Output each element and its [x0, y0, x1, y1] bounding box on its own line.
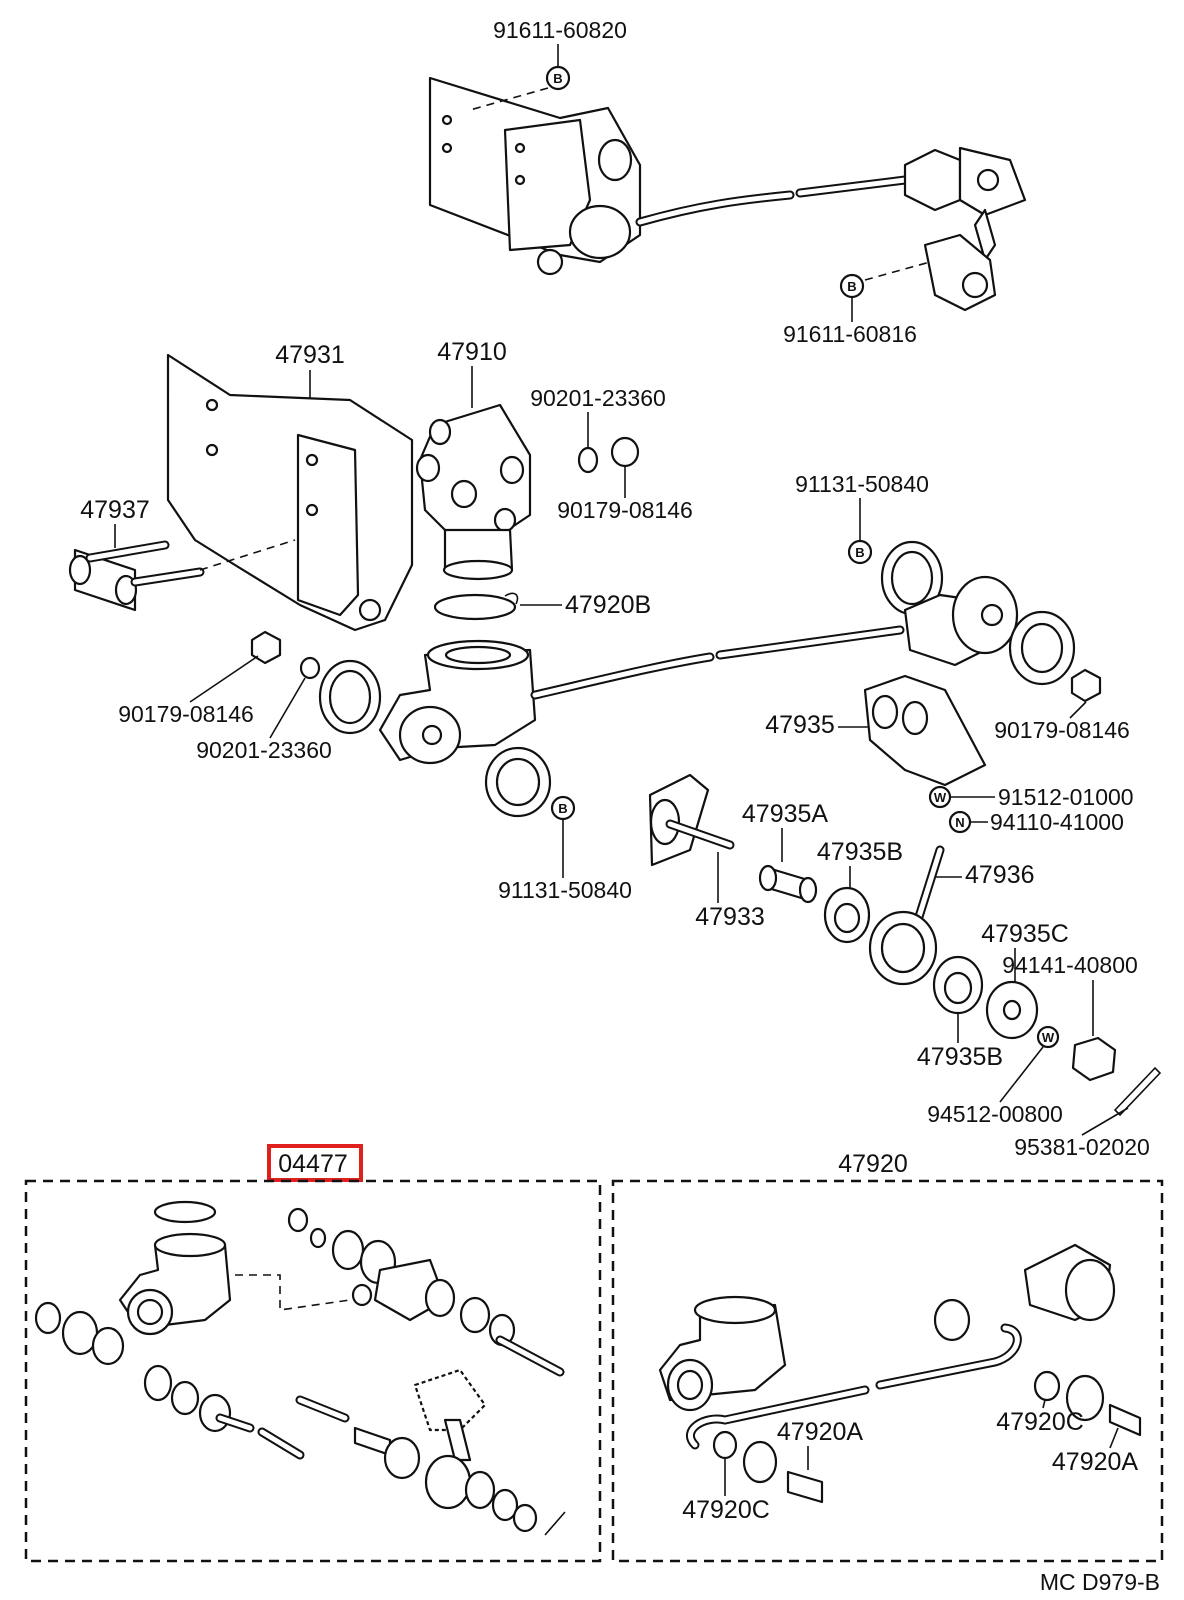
label-47933: 47933 — [695, 903, 765, 931]
right-joint — [880, 540, 1102, 703]
bracket-47931 — [166, 353, 414, 632]
label-47931: 47931 — [275, 341, 345, 369]
label-47935A: 47935A — [742, 800, 829, 828]
label-91512-01000: 91512-01000 — [998, 784, 1134, 810]
label-90179-08146-c: 90179-08146 — [994, 717, 1130, 743]
kit-box-04477 — [24, 1179, 602, 1563]
stud-47933 — [648, 773, 735, 867]
kit-box-47920 — [611, 1179, 1164, 1563]
label-90179-08146-a: 90179-08146 — [557, 497, 693, 523]
bolt-b-marker-bottom — [550, 795, 576, 821]
label-91611-60816: 91611-60816 — [783, 321, 917, 347]
castle-nut-94141-40800 — [1071, 1036, 1117, 1082]
label-94110-41000: 94110-41000 — [990, 809, 1124, 835]
label-47935: 47935 — [765, 711, 835, 739]
eye-bolt-47936 — [868, 845, 945, 986]
bolts-47937 — [68, 539, 296, 612]
kit-47920-parts — [658, 1243, 1142, 1504]
washer-90201-23360 — [577, 446, 599, 474]
washer-90201-23360-b — [299, 656, 321, 680]
nut-n-marker — [948, 810, 972, 834]
symbol-w: W — [934, 790, 947, 805]
label-47920A-a: 47920A — [777, 1418, 864, 1446]
cotter-pin-95381-02020 — [1113, 1066, 1162, 1117]
label-47910: 47910 — [437, 338, 507, 366]
label-47920C-a: 47920C — [682, 1496, 770, 1524]
label-47935C: 47935C — [981, 920, 1069, 948]
diagram-code: MC D979-B — [1040, 1569, 1160, 1595]
label-95381-02020: 95381-02020 — [1014, 1134, 1150, 1160]
label-47920C-b: 47920C — [996, 1408, 1084, 1436]
symbol-b: B — [847, 279, 856, 294]
o-ring-47920b — [433, 593, 517, 621]
leveling-valve-body — [378, 625, 905, 765]
label-94512-00800: 94512-00800 — [927, 1101, 1063, 1127]
label-04477: 04477 — [278, 1150, 348, 1178]
label-90201-23360-b: 90201-23360 — [196, 737, 332, 763]
label-90179-08146-b: 90179-08146 — [118, 701, 254, 727]
label-47937: 47937 — [80, 496, 150, 524]
label-47935B-a: 47935B — [817, 838, 903, 866]
symbol-b: B — [553, 71, 562, 86]
bolt-b-marker-mid-right — [847, 539, 873, 565]
bolt-b-marker-top-right — [839, 273, 865, 299]
symbol-n: N — [955, 815, 964, 830]
symbol-b: B — [855, 545, 864, 560]
label-47920A-b: 47920A — [1052, 1448, 1139, 1476]
label-47936: 47936 — [965, 861, 1035, 889]
label-47920B: 47920B — [565, 591, 651, 619]
symbol-w: W — [1042, 1030, 1055, 1045]
label-94141-40800: 94141-40800 — [1002, 952, 1138, 978]
washer-w-marker — [928, 785, 952, 809]
top-valve-assembly — [428, 76, 1027, 312]
kit-04477-parts — [34, 1200, 566, 1536]
bracket-47935 — [863, 674, 987, 787]
valve-47910 — [415, 403, 532, 581]
nut-90179-08146-b — [250, 630, 282, 665]
label-90201-23360-a: 90201-23360 — [530, 385, 666, 411]
label-91131-50840-a: 91131-50840 — [795, 471, 929, 497]
label-47935B-b: 47935B — [917, 1043, 1003, 1071]
label-91611-60820: 91611-60820 — [493, 17, 627, 43]
washer-w-marker-b — [1036, 1025, 1060, 1049]
label-91131-50840-b: 91131-50840 — [498, 877, 632, 903]
nut-90179-08146 — [610, 436, 640, 468]
label-47920: 47920 — [838, 1150, 908, 1178]
symbol-b: B — [558, 801, 567, 816]
